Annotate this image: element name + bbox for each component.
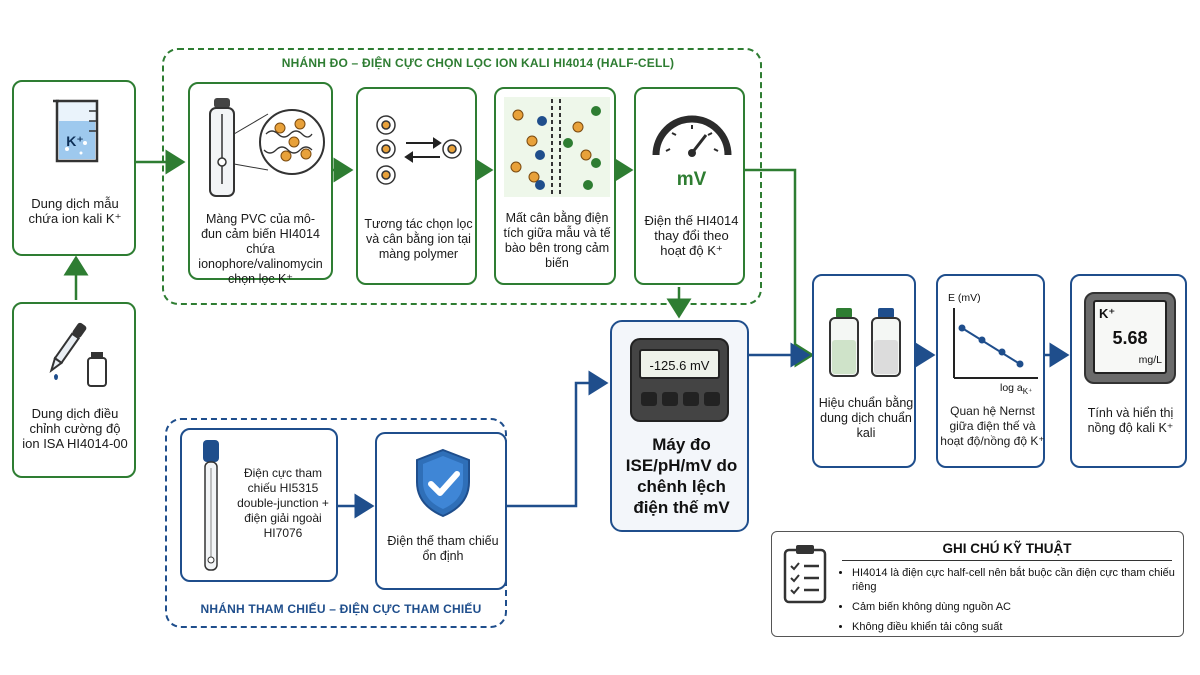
membrane-node: Màng PVC của mô-đun cảm biến HI4014 chứa…: [188, 82, 333, 286]
interaction-label: Tương tác chọn lọc và cân bằng ion tại m…: [364, 217, 473, 261]
nernst-plot-icon: [953, 308, 1038, 379]
result-screen: [1093, 300, 1167, 374]
nernst-node: E (mV) log aK⁺ Quan hệ Nernst giữa điện …: [936, 274, 1045, 468]
red-branch-title: NHÁNH ĐO – ĐIỆN CỰC CHỌN LỌC ION KALI HI…: [272, 56, 684, 70]
ref-branch-title: NHÁNH THAM CHIẾU – ĐIỆN CỰC THAM CHIẾU: [180, 602, 502, 616]
technical-notes-panel: GHI CHÚ KỸ THUẬT HI4014 là điện cực half…: [771, 531, 1184, 637]
dropper-bottle-icon: [49, 322, 107, 387]
notes-list: HI4014 là điện cực half-cell nên bắt buộ…: [834, 566, 1197, 640]
charge-imbalance-icon: [504, 97, 610, 197]
imbalance-node: Mất cân bằng điện tích giữa mẫu và tế bà…: [494, 87, 616, 285]
red-branch-group: [162, 48, 762, 305]
meter-button-2: [662, 392, 678, 406]
clipboard-checklist-icon: [783, 545, 827, 604]
ref-electrode-node: Điện cực tham chiếu HI5315 double-juncti…: [180, 428, 338, 582]
gauge-icon: [652, 115, 732, 157]
sample-label: Dung dịch mẫu chứa ion kali K⁺: [28, 196, 122, 226]
result-ion-text: K⁺: [1099, 306, 1116, 321]
nernst-x-axis-text: log a: [1000, 382, 1023, 394]
nernst-x-axis-label: log aK⁺: [1000, 382, 1032, 396]
notes-item: HI4014 là điện cực half-cell nên bắt buộ…: [852, 566, 1197, 594]
result-unit-text: mg/L: [1138, 354, 1162, 366]
meter-label: Máy đo ISE/pH/mV do chênh lệch điện thế …: [625, 435, 738, 517]
nernst-label: Quan hệ Nernst giữa điện thế và hoạt độ/…: [940, 404, 1045, 448]
meter-display: -125.6 mV: [639, 349, 720, 379]
shield-check-icon: [416, 448, 470, 518]
potential-node: mV Điện thế HI4014 thay đổi theo hoạt độ…: [634, 87, 745, 285]
result-label: Tính và hiển thị nồng độ kali K⁺: [1087, 406, 1174, 435]
sample-node: K⁺ Dung dịch mẫu chứa ion kali K⁺: [12, 80, 136, 256]
beaker-ion-text: K⁺: [66, 133, 84, 149]
reference-electrode-icon: [203, 440, 219, 571]
notes-item: Không điều khiển tải công suất: [852, 620, 1197, 634]
stable-ref-node: Điện thế tham chiếu ổn định: [375, 432, 507, 590]
arrow-stable-meter: [507, 370, 609, 508]
notes-item: Cảm biến không dùng nguồn AC: [852, 600, 1197, 614]
potential-label: Điện thế HI4014 thay đổi theo hoạt độ K⁺: [644, 213, 739, 258]
isa-node: Dung dịch điều chỉnh cường độ ion ISA HI…: [12, 302, 136, 478]
interaction-node: Tương tác chọn lọc và cân bằng ion tại m…: [356, 87, 477, 285]
notes-title: GHI CHÚ KỸ THUẬT: [942, 541, 1072, 556]
result-node: K⁺ 5.68 mg/L Tính và hiển thị nồng độ ka…: [1070, 274, 1187, 468]
result-value-text: 5.68: [1112, 328, 1148, 348]
gauge-unit-text: mV: [676, 169, 707, 190]
notes-divider: [842, 560, 1172, 561]
nernst-x-axis-sub: K⁺: [1022, 387, 1033, 397]
ref-electrode-label: Điện cực tham chiếu HI5315 double-juncti…: [237, 466, 329, 540]
calibration-node: Hiệu chuẩn bằng dung dịch chuẩn kali: [812, 274, 916, 468]
meter-node: -125.6 mV Máy đo ISE/pH/mV do chênh lệch…: [610, 320, 749, 532]
meter-button-4: [704, 392, 720, 406]
membrane-label: Màng PVC của mô-đun cảm biến HI4014 chứa…: [198, 212, 323, 286]
isa-label: Dung dịch điều chỉnh cường độ ion ISA HI…: [22, 406, 128, 451]
stable-ref-label: Điện thế tham chiếu ổn định: [387, 534, 499, 563]
standard-bottles-icon: [829, 308, 901, 377]
imbalance-label: Mất cân bằng điện tích giữa mẫu và tế bà…: [503, 211, 611, 270]
meter-button-1: [641, 392, 657, 406]
nernst-y-axis-label: E (mV): [948, 292, 981, 304]
ion-exchange-icon: [376, 115, 462, 185]
meter-button-3: [683, 392, 699, 406]
calibration-label: Hiệu chuẩn bằng dung dịch chuẩn kali: [818, 396, 914, 440]
arrow-potential-calibration: [745, 168, 815, 368]
sensor-membrane-icon: [209, 98, 325, 197]
beaker-icon: [53, 99, 99, 163]
